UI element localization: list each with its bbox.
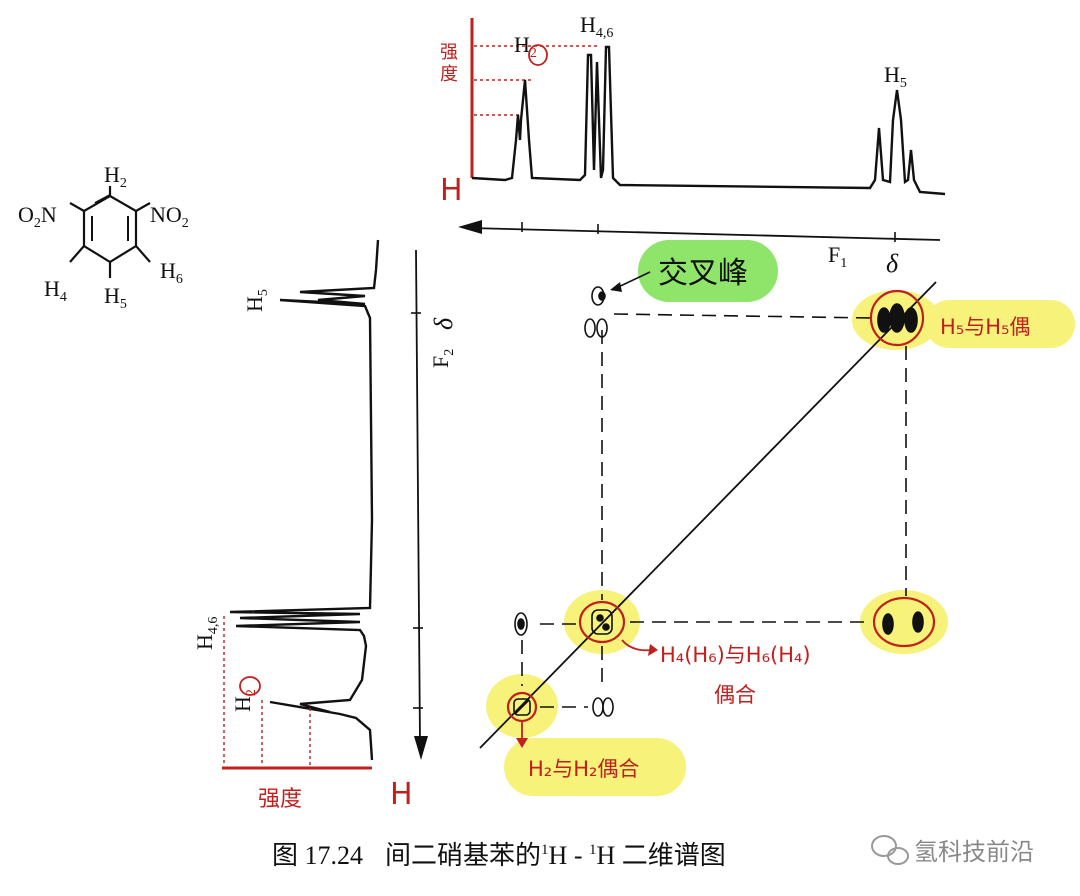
top-peak-h5-label: H5 — [884, 62, 907, 91]
circle-h2-h2 — [506, 691, 538, 723]
watermark-text: 氢科技前沿 — [914, 839, 1034, 866]
peak-h2-h46-cross — [514, 612, 528, 636]
f2-delta-label: δ — [429, 317, 458, 330]
f2-axis-arrow — [414, 736, 428, 760]
highlight-h46-diagonal — [564, 590, 640, 654]
annotation-h2-h2: H₂与H₂偶合 — [528, 757, 639, 781]
molecule-structure — [69, 186, 151, 278]
cosy-diagonal — [479, 281, 937, 749]
wechat-icon — [871, 835, 909, 865]
annotation-cross-peak: 交叉峰 — [658, 256, 748, 291]
peak-h2-h2 — [513, 698, 531, 716]
left-spectrum: H5 H4,6 H2 F2 δ 强度 H — [192, 239, 458, 812]
left-h2-circle — [239, 676, 261, 696]
top-spectrum-trace — [471, 45, 946, 196]
mol-no2-label: NO2 — [150, 202, 189, 231]
circle-h46-h46 — [578, 600, 626, 644]
left-peak-h2-label: H2 — [230, 689, 259, 712]
peak-h5-h5 — [877, 303, 918, 333]
peak-h5-h46-cross — [584, 318, 608, 338]
f2-axis-label: F2 — [428, 349, 457, 368]
top-h-mark: H — [440, 173, 463, 208]
cross-peak-bubble — [638, 240, 778, 302]
f1-axis — [469, 227, 941, 241]
top-peak-h46-label: H4,6 — [580, 12, 613, 41]
top-spectrum: 强 度 H H2 H4,6 H5 F1 δ — [440, 12, 946, 278]
top-intensity-label-1: 强 — [440, 42, 458, 63]
left-spectrum-trace — [229, 239, 380, 761]
mol-o2n-label: O2N — [18, 202, 57, 231]
top-intensity-label-2: 度 — [440, 64, 458, 85]
left-peak-h46-label: H4,6 — [192, 617, 221, 650]
top-h2-circle — [528, 44, 548, 66]
annotation-h5-h5: H₅与H₅偶 — [940, 315, 1030, 339]
circle-h46-h5 — [872, 596, 936, 648]
peak-h46-h46 — [591, 609, 613, 635]
annotation-h46-coupling: H₄(H₆)与H₆(H₄) — [660, 643, 811, 667]
left-peak-h5-label: H5 — [242, 289, 271, 312]
peak-h46-h5-cross — [882, 611, 924, 635]
peak-h46-h2-cross — [592, 697, 614, 717]
f1-delta-label: δ — [886, 249, 899, 278]
arrow-h46 — [621, 639, 653, 652]
mol-h6-label: H6 — [160, 258, 183, 287]
annotation-h46-coupling-2: 偶合 — [714, 683, 756, 707]
mol-h4-label: H4 — [44, 276, 67, 305]
left-intensity-label: 强度 — [258, 787, 302, 812]
f2-axis — [415, 249, 421, 743]
cosy-2d-plot — [479, 240, 1075, 796]
peak-h5-h46-cross-top — [591, 286, 606, 306]
top-peak-h2-label: H2 — [514, 32, 537, 61]
highlight-h5-text — [925, 300, 1075, 348]
highlight-h2-text — [504, 738, 686, 796]
left-h-mark: H — [390, 777, 413, 812]
mol-h2-label: H2 — [104, 162, 127, 191]
f1-axis-label: F1 — [828, 242, 847, 271]
mol-h5-label: H5 — [104, 283, 127, 312]
f1-axis-arrow — [458, 220, 482, 234]
circle-h5-h5 — [869, 289, 925, 347]
